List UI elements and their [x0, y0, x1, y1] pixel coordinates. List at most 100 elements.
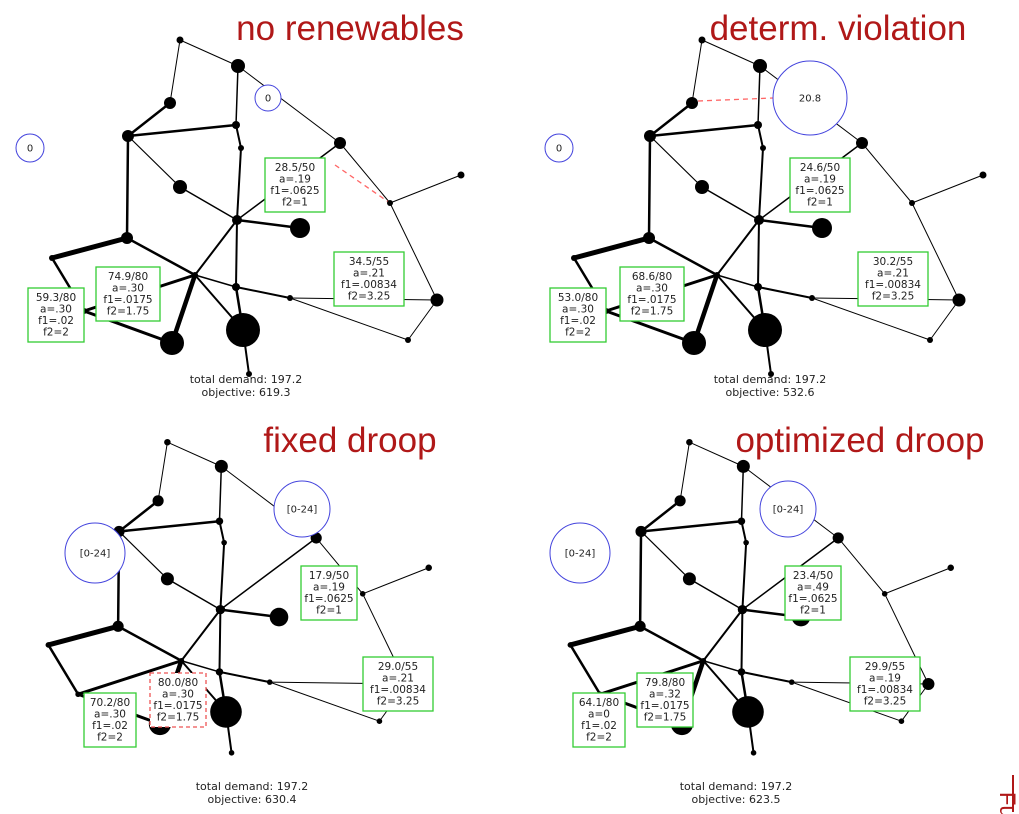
line-B-F — [237, 65, 341, 144]
line-M-O — [116, 625, 183, 662]
bus-B — [753, 59, 767, 73]
bus-R — [45, 642, 52, 648]
renewable-circle — [254, 84, 282, 112]
bus-P — [232, 283, 240, 291]
bus-H — [881, 591, 888, 597]
line-O-P — [702, 660, 743, 673]
renewable-circle — [273, 480, 331, 538]
line-T-Q — [269, 681, 380, 722]
panel-title: determ. violation — [710, 9, 967, 48]
bus-L — [269, 607, 289, 627]
line-E-J — [127, 135, 181, 188]
total-demand: total demand: 197.2 — [680, 780, 793, 793]
renewable-2: [0-24] — [64, 522, 126, 584]
line-F-H — [339, 142, 391, 204]
line-A-B — [701, 39, 761, 67]
line-R-X — [47, 643, 80, 696]
line-E-D — [639, 520, 743, 533]
bus-X — [75, 691, 81, 698]
renewable-2: [0-24] — [549, 522, 611, 584]
generator-box-frame — [300, 565, 358, 621]
generator-line-1: 68.6/80 — [632, 271, 672, 283]
generator-line-4: f2=2 — [43, 327, 69, 339]
line-J-K — [688, 578, 744, 611]
line-P-Q — [740, 670, 793, 684]
line-J-K — [179, 186, 238, 221]
bus-P — [754, 283, 762, 291]
bus-K — [215, 604, 226, 615]
generator-line-1: 34.5/55 — [349, 256, 389, 268]
generator-line-4: f2=1.75 — [157, 712, 200, 724]
generator-line-2: a=.30 — [40, 304, 72, 316]
line-H-S — [884, 593, 929, 685]
generator-line-1: 28.5/50 — [275, 162, 315, 174]
bus-R — [567, 642, 574, 648]
bus-U — [682, 331, 706, 355]
generator-line-4: f2=1.75 — [107, 306, 150, 318]
generator-box-frame — [149, 672, 207, 728]
generator-line-3: f1=.02 — [38, 315, 74, 327]
generator-line-2: a=.32 — [649, 689, 681, 701]
renewable-label: [0-24] — [773, 505, 804, 516]
generator-line-3: f1=.0175 — [640, 700, 689, 712]
renewable-label: 0 — [27, 144, 33, 155]
line-K-P — [235, 219, 238, 288]
bus-T — [405, 337, 411, 343]
corner-text: Fu — [995, 792, 1019, 814]
line-F-K — [219, 537, 317, 611]
generator-line-4: f2=3.25 — [864, 696, 907, 708]
generator-box-frame — [849, 656, 921, 712]
generator-line-3: f1=.0625 — [304, 593, 353, 605]
bus-J — [695, 180, 709, 194]
bus-B — [736, 459, 750, 473]
bus-S — [922, 677, 935, 691]
line-F-H — [861, 142, 913, 204]
line-C-E — [117, 499, 160, 533]
generator-line-3: f1=.0175 — [103, 294, 152, 306]
bus-A — [176, 36, 184, 44]
bus-L — [812, 218, 832, 238]
line-E-J — [640, 530, 691, 580]
bus-V — [732, 696, 764, 728]
line-E-J — [118, 530, 168, 580]
bus-D — [232, 121, 240, 129]
generator-line-1: 17.9/50 — [309, 570, 349, 582]
renewable-label: [0-24] — [287, 505, 318, 516]
generator-line-1: 80.0/80 — [158, 677, 198, 689]
line-E-M — [125, 134, 130, 240]
line-E-M — [647, 134, 652, 240]
line-M-R — [571, 235, 652, 261]
line-B-D — [235, 65, 239, 126]
bus-C — [164, 97, 176, 109]
bus-O — [178, 657, 185, 664]
bus-F — [832, 532, 844, 544]
bus-H — [359, 591, 366, 597]
generator-line-2: a=.19 — [279, 174, 311, 186]
line-O-K — [194, 219, 238, 276]
line-O-K — [716, 219, 760, 276]
generator-line-1: 29.9/55 — [865, 661, 905, 673]
bus-G — [760, 145, 766, 151]
bus-H — [387, 200, 393, 206]
bus-S — [430, 293, 444, 307]
line-K-P — [218, 608, 222, 673]
bus-B — [231, 59, 245, 73]
line-K-P — [757, 219, 760, 288]
generator-line-2: a=.30 — [162, 689, 194, 701]
bus-R — [571, 255, 577, 261]
line-R-X — [569, 643, 602, 696]
panel-title: no renewables — [236, 9, 464, 48]
bus-W — [750, 750, 757, 756]
line-M-R — [45, 623, 121, 648]
bus-O — [714, 272, 720, 278]
line-H-I — [884, 567, 952, 595]
line-M-O — [125, 236, 197, 277]
line-M-O — [647, 236, 719, 277]
bus-J — [682, 572, 696, 586]
generator-line-1: 30.2/55 — [873, 256, 913, 268]
violated-line — [334, 164, 391, 204]
renewable-1: 0 — [254, 84, 282, 112]
generator-box-frame — [784, 565, 842, 621]
